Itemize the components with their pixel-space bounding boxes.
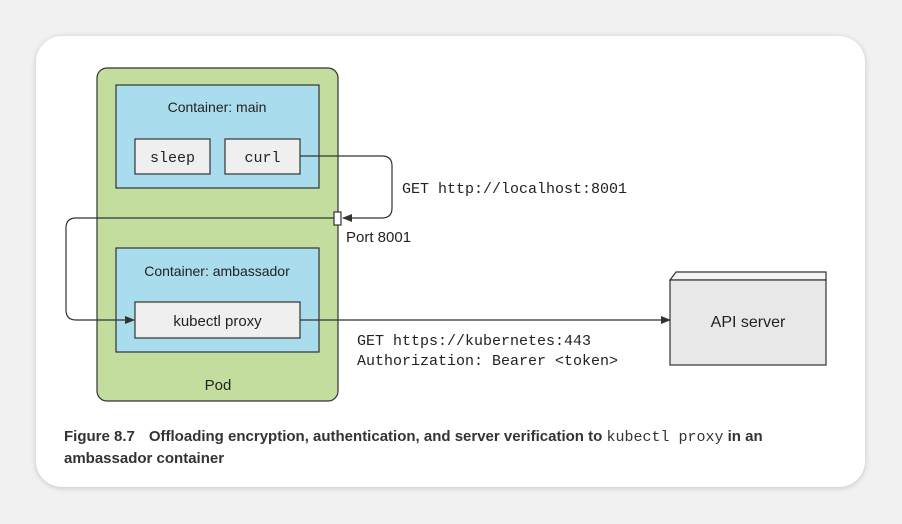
api-server: API server: [668, 271, 827, 366]
figure-number: Figure 8.7: [64, 428, 135, 445]
get-kubernetes-label: GET https://kubernetes:443: [357, 333, 591, 350]
caption-text-after: in an ambassador container: [64, 428, 763, 467]
port-8001-marker: [333, 211, 342, 226]
caption-code: kubectl proxy: [606, 429, 724, 446]
figure-caption: Figure 8.7 Offloading encryption, authent…: [64, 426, 844, 469]
authorization-label: Authorization: Bearer <token>: [357, 353, 618, 370]
caption-text-before: Offloading encryption, authentication, a…: [148, 428, 607, 445]
container-main: Container: main sleep curl: [115, 84, 320, 189]
container-ambassador-label: Container: ambassador: [144, 263, 290, 279]
sleep-label: sleep: [150, 150, 195, 167]
port-label: Port 8001: [346, 229, 411, 246]
kubectl-proxy-label: kubectl proxy: [173, 313, 262, 330]
curl-label: curl: [244, 150, 280, 167]
api-server-label: API server: [711, 314, 786, 331]
container-ambassador: Container: ambassador kubectl proxy: [115, 247, 320, 353]
get-localhost-label: GET http://localhost:8001: [402, 181, 627, 198]
container-main-label: Container: main: [168, 99, 267, 115]
port-to-kubectl-arrow: [65, 217, 335, 324]
kubectl-proxy-box: [134, 301, 301, 339]
curl-to-port-arrow: [300, 155, 393, 222]
sleep-box: [134, 138, 211, 175]
pod-label: Pod: [205, 377, 232, 394]
